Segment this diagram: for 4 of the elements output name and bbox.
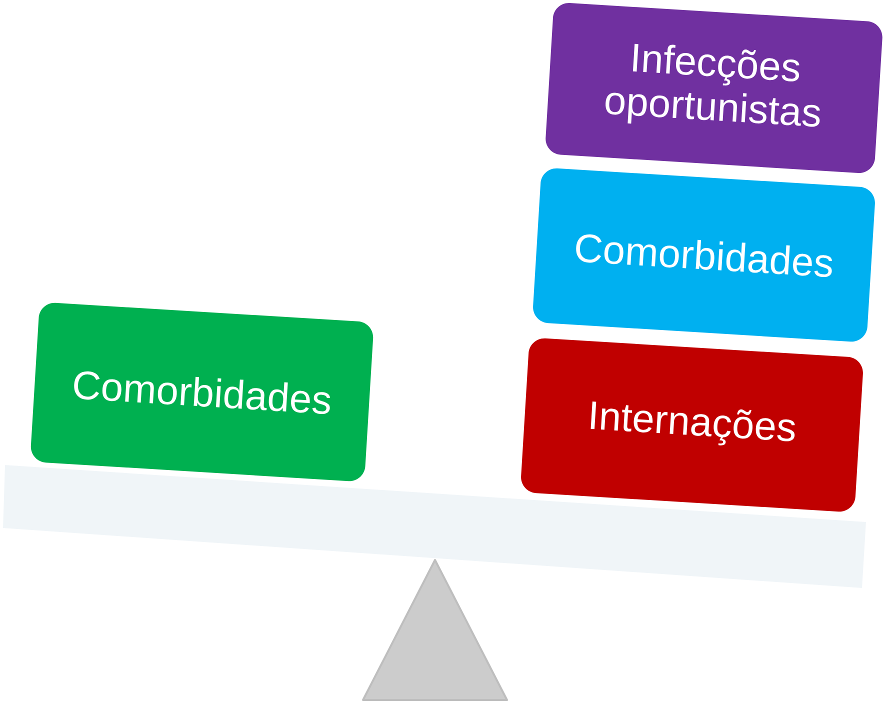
label-box: Internações (521, 338, 863, 512)
label-box: Comorbidades (533, 168, 875, 342)
label-box: Comorbidades (30, 302, 374, 482)
label-box: Infecções oportunistas (546, 3, 882, 173)
